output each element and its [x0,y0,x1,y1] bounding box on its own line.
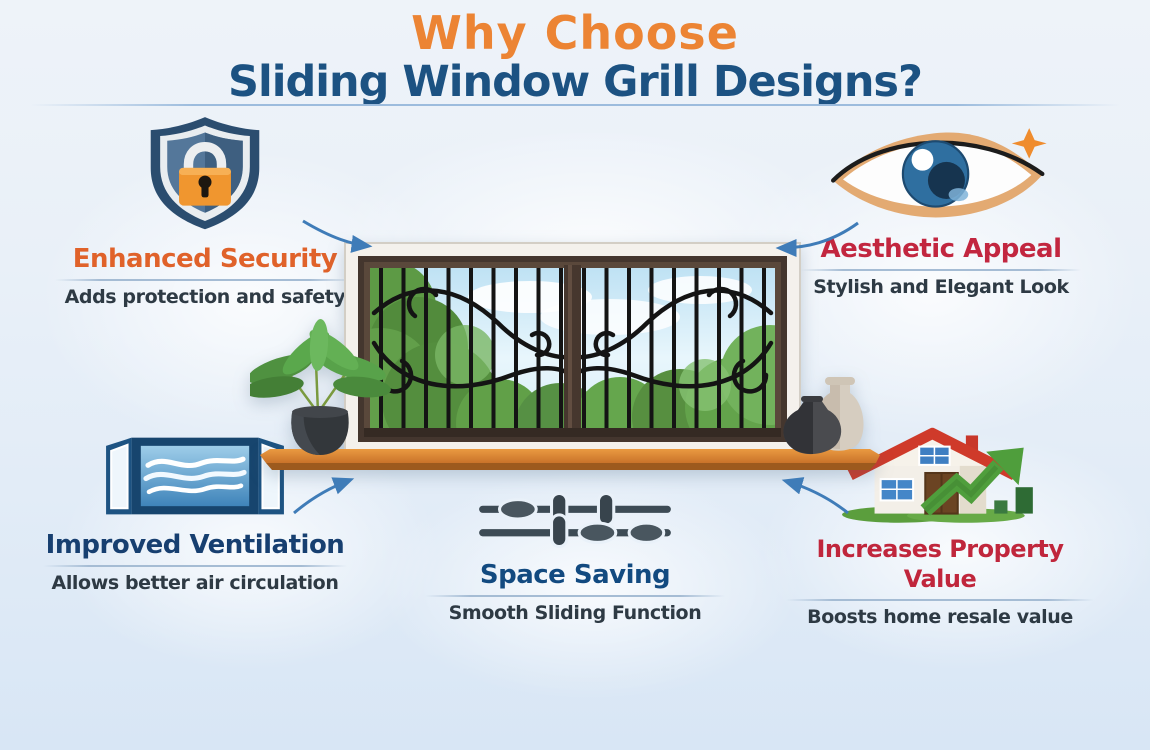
potted-plant [244,319,391,455]
title-divider [30,104,1120,106]
feature-heading: Aesthetic Appeal [820,234,1062,264]
feature-divider [425,595,725,597]
feature-enhanced-security: Enhanced Security Adds protection and sa… [38,116,372,309]
title-line-1: Why Choose [411,6,739,60]
decorative-vases [783,377,864,455]
feature-divider [55,279,355,281]
feature-heading: Improved Ventilation [45,530,345,560]
feature-subtitle: Adds protection and safety [64,286,346,308]
window-center-stile [564,265,581,433]
feature-aesthetic-appeal: Aesthetic Appeal Stylish and Elegant Loo… [788,126,1094,299]
title-line-2: Sliding Window Grill Designs? [228,57,923,107]
feature-divider [43,565,347,567]
feature-heading: Enhanced Security [72,244,338,274]
sliding-controls-icon [418,490,732,554]
feature-subtitle: Allows better air circulation [51,572,339,594]
feature-subtitle: Smooth Sliding Function [448,602,702,624]
eye-sparkle-icon [788,126,1094,228]
page-header: Why Choose Sliding Window Grill Designs? [0,8,1150,106]
feature-improved-ventilation: Improved Ventilation Allows better air c… [28,432,362,595]
feature-subtitle: Boosts home resale value [807,606,1073,628]
feature-subtitle: Stylish and Elegant Look [813,276,1069,298]
feature-divider [786,599,1094,601]
house-value-growth-icon [778,422,1102,528]
feature-increases-property-value: Increases Property Value Boosts home res… [778,422,1102,629]
window-sill [260,449,880,470]
feature-heading: Space Saving [479,560,671,590]
sliding-window-illustration [244,235,890,475]
shield-lock-icon [38,116,372,238]
feature-divider [801,269,1081,271]
feature-heading: Increases Property Value [816,535,1064,593]
feature-space-saving: Space Saving Smooth Sliding Function [418,490,732,625]
grill-scrollwork [371,286,774,394]
open-window-airflow-icon [28,432,362,524]
